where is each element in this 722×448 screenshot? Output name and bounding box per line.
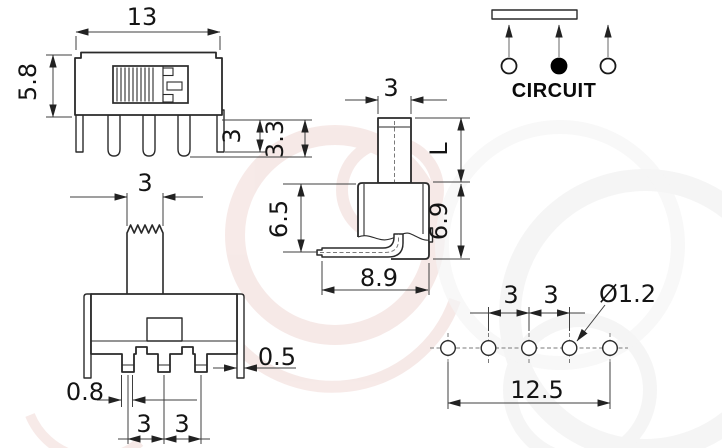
rear-actuator [126,224,164,294]
circuit-label: CIRCUIT [512,80,597,102]
rear-center-boss [146,317,183,342]
rear-right-bracket [236,293,245,379]
dim-pcb-span: 12.5 [510,376,563,404]
front-left-bracket [75,109,84,153]
pcb-hole-4 [561,340,578,357]
circuit-diagram: CIRCUIT [491,9,617,102]
pcb-hole-layout: 3 3 Ø1.2 12.5 [430,280,656,409]
circuit-terminal-common-filled [550,57,568,75]
pcb-hole-5 [602,340,619,357]
side-bent-pin [316,233,404,258]
front-view: 13 5.8 3 3.3 [14,3,312,158]
dim-side-upper-height: 6.5 [265,200,293,238]
front-pin-3 [177,114,191,157]
front-contact-mid [166,81,183,91]
front-contact-top [162,67,174,77]
pcb-hole-1 [440,340,457,357]
front-contact-bottom [162,93,174,103]
pcb-hole-2 [480,340,497,357]
dim-front-height: 5.8 [14,63,42,101]
dim-rear-pin-width: 0.8 [66,378,104,406]
dim-front-pin-length: 3.3 [261,120,289,158]
dim-pcb-pitch-b: 3 [543,281,558,309]
dim-side-body-height: 6.9 [425,202,453,240]
dim-front-width: 13 [127,3,158,31]
dim-front-bracket-length: 3 [218,128,246,143]
front-pin-2 [142,114,156,157]
front-slider-window [112,65,189,104]
dim-rear-pin-pitch-b: 3 [174,410,189,438]
side-body-outline [357,182,430,260]
pcb-hole-3 [521,340,538,357]
dim-rear-pin-pitch-a: 3 [136,410,151,438]
dim-pcb-pitch-a: 3 [503,281,518,309]
dim-side-actuator-width: 3 [383,74,398,102]
circuit-slider-bar [491,9,578,20]
side-view: 3 L 6.9 6.5 8.9 [265,74,470,295]
side-pin-centerline [320,234,399,253]
pcb-diameter-leader [576,304,606,342]
dim-pcb-hole-diameter: Ø1.2 [599,280,656,308]
front-knob-knurl [116,67,154,102]
dim-rear-actuator-width: 3 [137,169,152,197]
rear-view: 3 0.5 0.8 3 3 [66,169,296,444]
side-right-ear [428,227,434,243]
circuit-terminal-open-1 [500,57,518,75]
rear-left-bracket [83,293,92,379]
front-pin-1 [107,114,121,157]
dim-side-actuator-height: L [425,142,453,156]
circuit-terminal-open-2 [599,57,617,75]
dim-side-depth: 8.9 [360,264,398,292]
dim-rear-bracket-thickness: 0.5 [258,343,296,371]
